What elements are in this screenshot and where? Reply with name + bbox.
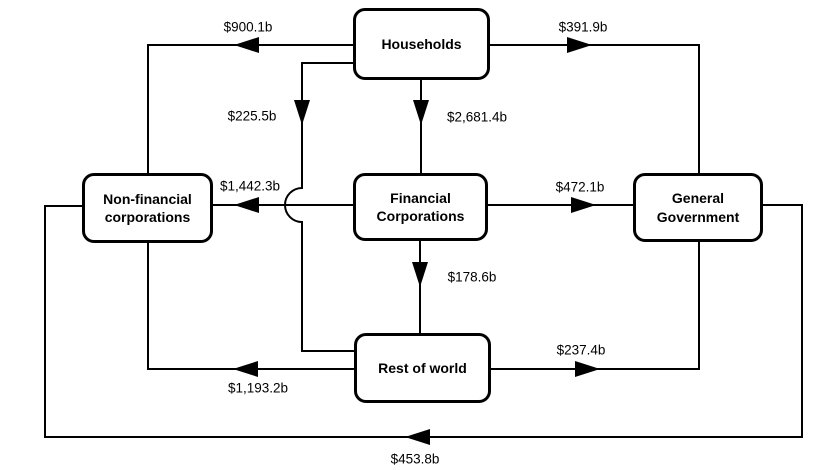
node-rest-of-world-label: Rest of world xyxy=(378,359,467,376)
arrowhead-row-to-gg xyxy=(575,361,600,377)
flow-amount-row-to-nfc: $1,193.2b xyxy=(227,380,289,396)
flow-amount-households-to-fc: $2,681.4b xyxy=(446,109,508,125)
flow-amount-fc-to-nfc: $1,442.3b xyxy=(219,178,281,194)
flow-amount-households-to-nfc: $900.1b xyxy=(223,19,273,35)
flow-amount-households-to-row: $225.5b xyxy=(227,108,277,124)
arrowhead-households-to-gg xyxy=(567,37,592,53)
edge-households-to-nfc xyxy=(147,44,353,173)
arrowhead-fc-to-gg xyxy=(571,197,596,213)
node-general-government: General Government xyxy=(633,173,763,242)
arrowhead-households-to-fc xyxy=(413,100,429,125)
edge-row-to-nfc xyxy=(147,243,354,370)
node-rest-of-world: Rest of world xyxy=(354,333,491,403)
node-general-government-label: General Government xyxy=(656,190,740,225)
arrowhead-households-to-row xyxy=(294,100,310,125)
arrowhead-fc-to-row xyxy=(412,262,428,287)
node-financial-corporations: Financial Corporations xyxy=(353,173,488,241)
flow-amount-row-to-gg: $237.4b xyxy=(556,342,606,358)
flow-amount-fc-to-gg: $472.1b xyxy=(555,179,605,195)
edge-households-to-gg xyxy=(490,44,700,173)
edge-row-to-gg xyxy=(491,242,700,370)
arrowhead-fc-to-nfc xyxy=(234,197,259,213)
node-households-label: Households xyxy=(381,35,462,52)
edge-households-to-row xyxy=(284,62,354,352)
arrowhead-row-to-nfc xyxy=(233,361,258,377)
arrowhead-gg-to-nfc xyxy=(405,429,430,445)
arrowhead-households-to-nfc xyxy=(234,37,259,53)
flow-amount-gg-to-nfc: $453.8b xyxy=(390,451,440,467)
node-financial-corporations-label: Financial Corporations xyxy=(376,189,465,224)
flow-amount-fc-to-row: $178.6b xyxy=(447,269,497,285)
node-non-financial-corporations-label: Non-financial corporations xyxy=(103,190,192,225)
node-households: Households xyxy=(353,8,490,80)
node-non-financial-corporations: Non-financial corporations xyxy=(82,173,213,243)
flow-amount-households-to-gg: $391.9b xyxy=(558,19,608,35)
